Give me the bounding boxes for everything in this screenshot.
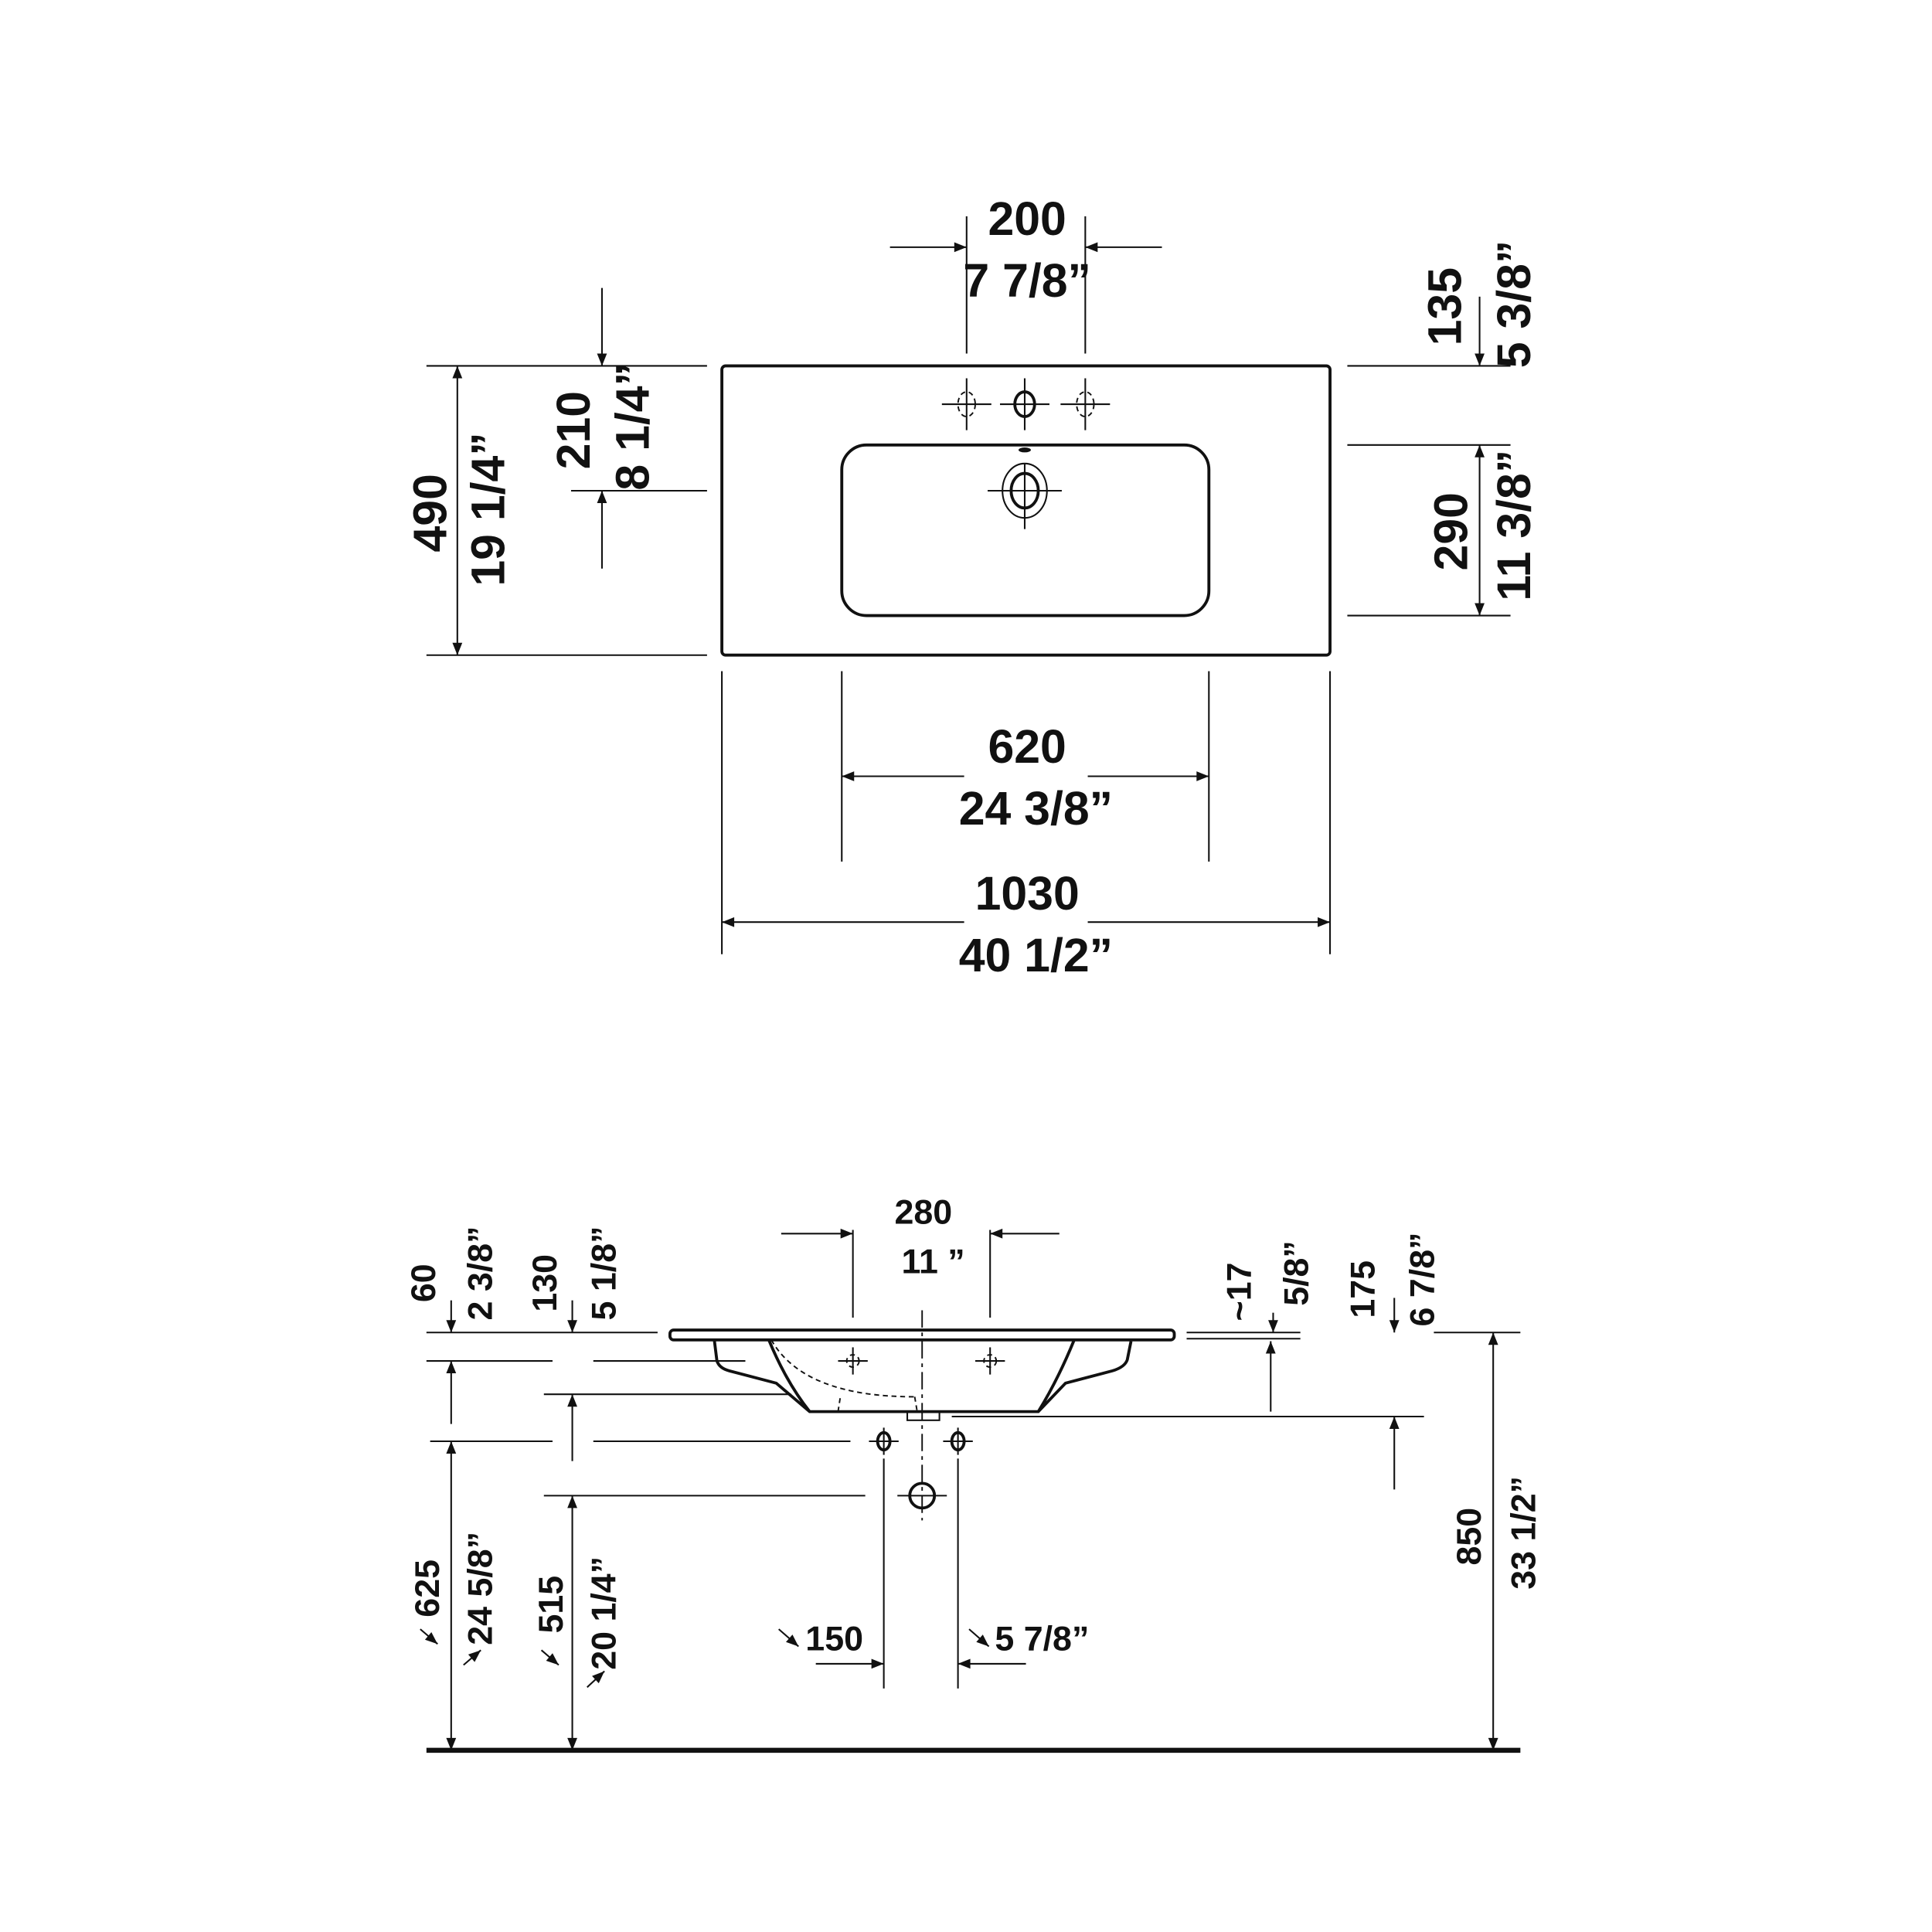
- basin-outline: [720, 364, 1332, 657]
- dim-label-mm: 620: [988, 720, 1066, 773]
- overflow: [1018, 447, 1031, 453]
- dim-label-in: 24 3/8”: [959, 782, 1113, 835]
- dim-625: 625 24 5/8”: [408, 1441, 500, 1750]
- dim-850: 850 33 1/2”: [1434, 1332, 1543, 1750]
- tap-hole-left-optional: [941, 378, 992, 430]
- dim-label-in: 11 ”: [902, 1242, 965, 1281]
- dim-label-mm: 290: [1425, 492, 1478, 570]
- left-extension-lines: [426, 1332, 866, 1497]
- supply-holes: [869, 1427, 973, 1455]
- dim-label-in: 7 7/8”: [963, 254, 1091, 307]
- dim-label-mm: 850: [1450, 1508, 1488, 1566]
- dim-label-in: 8 1/4”: [607, 362, 659, 491]
- dim-label-mm: 625: [408, 1560, 447, 1617]
- drain: [987, 462, 1062, 529]
- dim-bowl-depth: 290 11 3/8”: [1347, 444, 1540, 617]
- arrow-icon: [968, 1628, 990, 1648]
- dim-17: ~17 5/8”: [1186, 1240, 1315, 1412]
- dim-175: 175 6 7/8”: [951, 1232, 1441, 1490]
- arrow-icon: [420, 1628, 438, 1645]
- tap-hole-center: [999, 378, 1049, 430]
- dim-label-mm: 490: [403, 474, 456, 552]
- dim-150: 150 5 7/8”: [777, 1458, 1089, 1689]
- tap-hole-marks: [838, 1347, 1005, 1375]
- dim-total-depth: 490 19 1/4”: [403, 365, 707, 656]
- dim-label-mm: 150: [805, 1619, 863, 1658]
- arrow-icon: [463, 1649, 481, 1666]
- dim-label-in: 11 3/8”: [1488, 450, 1540, 601]
- dim-label-mm: 280: [894, 1192, 952, 1231]
- drain-outlet: [906, 1410, 940, 1421]
- dim-label-in: 5/8”: [1277, 1240, 1315, 1306]
- dim-label-in: 19 1/4”: [462, 432, 515, 586]
- dim-label-in: 5 1/8”: [585, 1226, 624, 1320]
- dim-bowl-width: 620 24 3/8”: [841, 671, 1210, 862]
- dim-60: 60 2 3/8”: [404, 1226, 500, 1424]
- dim-515: 515 20 1/4”: [532, 1495, 624, 1750]
- dim-label-in: 2 3/8”: [461, 1226, 500, 1320]
- dim-total-width: 1030 40 1/2”: [721, 671, 1332, 981]
- dim-label-mm: 130: [526, 1254, 564, 1312]
- arrow-icon: [540, 1649, 560, 1666]
- dim-tap-to-back: 135 5 3/8”: [1347, 240, 1540, 369]
- dim-label-mm: ~17: [1220, 1262, 1259, 1321]
- arrow-icon: [587, 1670, 605, 1689]
- dim-drain-from-back: 210 8 1/4”: [547, 287, 707, 569]
- arrow-icon: [777, 1628, 799, 1648]
- dim-130: 130 5 1/8”: [526, 1226, 624, 1461]
- dim-label-in: 33 1/2”: [1505, 1476, 1543, 1590]
- dim-label-mm: 60: [404, 1264, 443, 1302]
- dim-label-in: 6 7/8”: [1403, 1232, 1441, 1326]
- dim-label-mm: 175: [1344, 1260, 1383, 1318]
- dim-label-in: 20 1/4”: [585, 1556, 624, 1670]
- tap-hole-right-optional: [1060, 378, 1111, 430]
- dim-label-mm: 1030: [975, 867, 1080, 920]
- top-view: 200 7 7/8” 135 5 3/8” 290 11 3/8” 490 19…: [403, 192, 1540, 981]
- waste-hole: [897, 1481, 947, 1510]
- side-view: 280 11 ” 60 2 3/8” 130 5 1/8” 625 24 5/8…: [404, 1192, 1543, 1753]
- dim-tap-spacing: 200 7 7/8”: [889, 192, 1162, 354]
- dim-label-in: 40 1/2”: [959, 929, 1113, 981]
- dim-label-in: 5 7/8”: [995, 1619, 1089, 1658]
- dim-label-mm: 515: [532, 1576, 570, 1634]
- dim-label-in: 24 5/8”: [461, 1532, 500, 1645]
- dim-label-mm: 210: [547, 391, 600, 469]
- bowl-inner-hidden: [770, 1339, 918, 1412]
- dim-side-tap-spacing: 280 11 ”: [781, 1192, 1060, 1318]
- dim-label-in: 5 3/8”: [1488, 240, 1540, 369]
- dim-label-mm: 200: [988, 192, 1066, 245]
- countertop-rim: [668, 1328, 1176, 1342]
- dim-label-mm: 135: [1419, 267, 1471, 345]
- bowl-outline: [840, 443, 1211, 617]
